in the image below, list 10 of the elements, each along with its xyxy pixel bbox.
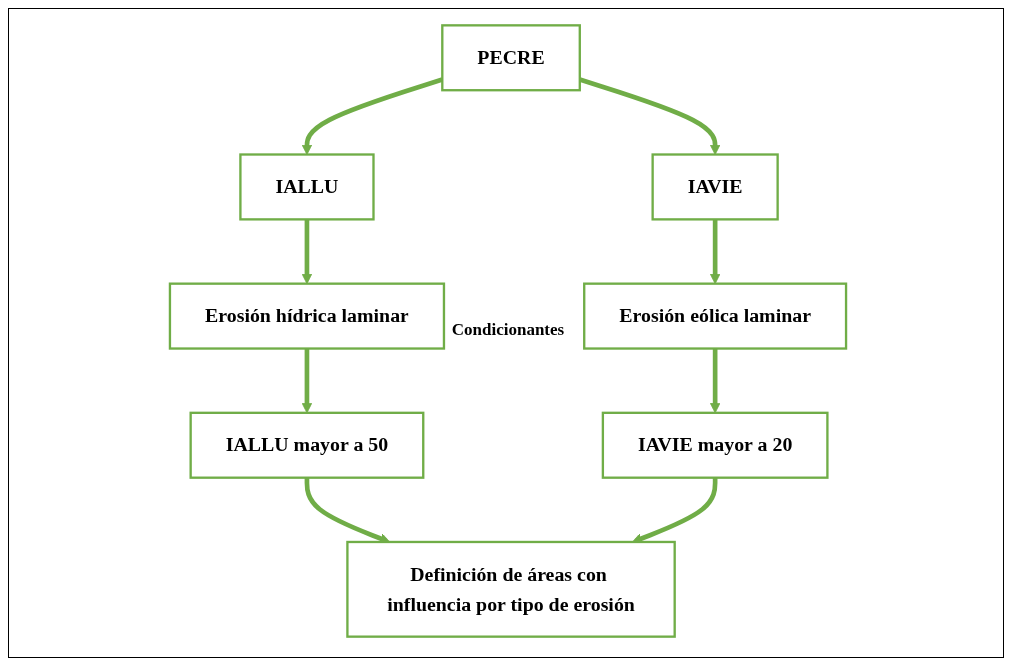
node-box: Erosión hídrica laminar (168, 282, 446, 350)
node-box: IAVIE (651, 153, 779, 221)
arrow (301, 77, 443, 155)
arrow (579, 77, 721, 155)
node-box: IAVIE mayor a 20 (601, 411, 829, 479)
node-box: PECRE (441, 24, 581, 92)
node-box: IALLU (239, 153, 375, 221)
node-box: Definición de áreas con influencia por tipo de erosión (346, 540, 676, 638)
node-box: IALLU mayor a 50 (189, 411, 425, 479)
node-box: Erosión eólica laminar (583, 282, 848, 350)
